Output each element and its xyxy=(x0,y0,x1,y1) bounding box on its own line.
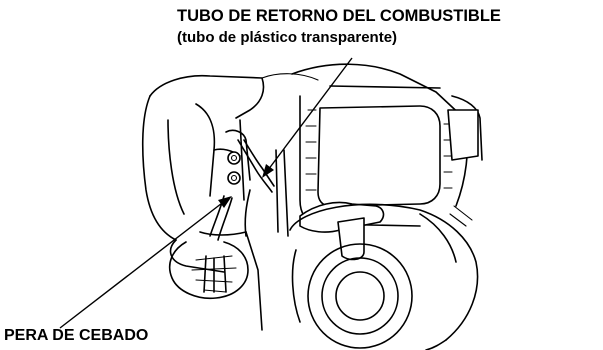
fuel-return-tube-label: TUBO DE RETORNO DEL COMBUSTIBLE xyxy=(177,7,501,25)
arrowhead-primer xyxy=(218,196,232,208)
leader-lines xyxy=(59,57,353,329)
leader-line-primer xyxy=(59,199,227,329)
primer-bulb-label: PERA DE CEBADO xyxy=(4,327,149,344)
fuel-return-tube-note: (tubo de plástico transparente) xyxy=(177,29,398,46)
engine-housing xyxy=(141,73,319,273)
primer-bulb-graphic xyxy=(168,231,263,331)
leader-line-return-tube xyxy=(267,57,353,171)
fuel-lines xyxy=(209,139,275,241)
recoil-starter xyxy=(289,203,479,350)
choke-lever xyxy=(299,201,385,261)
arrowhead-return-tube xyxy=(262,164,274,178)
